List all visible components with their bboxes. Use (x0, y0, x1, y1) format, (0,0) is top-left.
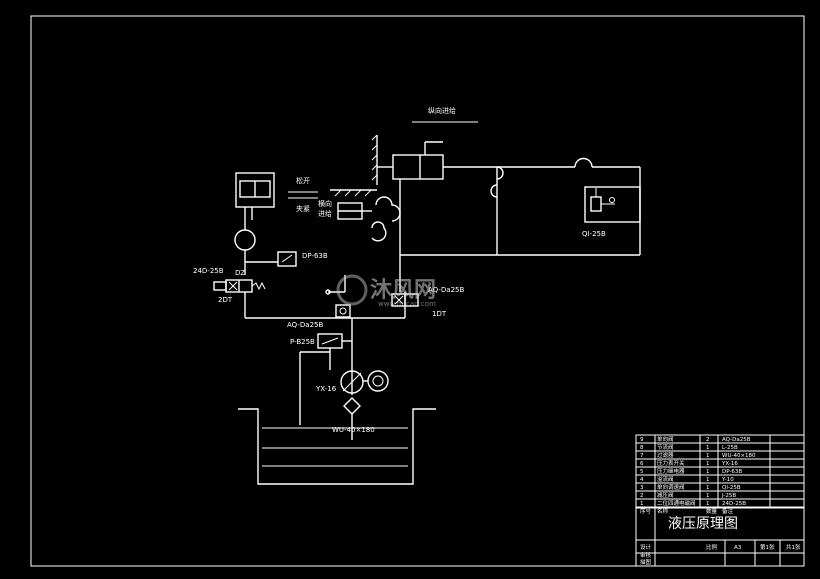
tb-cell: 1 (706, 469, 710, 475)
label-2dt: 2DT (218, 296, 233, 304)
tb-sheets: 共1张 (786, 543, 801, 551)
tb-cell: 2 (706, 437, 710, 443)
pump-line (299, 348, 331, 425)
far-right-valve (584, 186, 641, 223)
tb-header-cell: 序号 (640, 507, 652, 515)
tb-cell: 24D-25B (722, 501, 746, 507)
label-left-valve-dz: DZ (235, 269, 245, 277)
watermark-text: 沐风网 (370, 278, 436, 303)
tb-cell: 3 (640, 485, 644, 491)
tb-cell: WU-40×180 (722, 453, 756, 459)
drawing-title: 液压原理图 (668, 516, 738, 532)
tb-cell: 减压阀 (657, 491, 674, 499)
tb-cell: YX-16 (721, 461, 738, 467)
tb-cell: 4 (640, 477, 644, 483)
tb-cell: 5 (640, 469, 644, 475)
check-valve (335, 304, 351, 318)
drawing-border (30, 15, 805, 567)
right-valve (391, 293, 419, 307)
tb-sheet: 第1张 (760, 543, 775, 551)
label-filter: YX-16 (315, 385, 337, 393)
tb-cell: 2 (640, 493, 644, 499)
tb-cell: 1 (706, 501, 710, 507)
tb-design: 设计 (640, 543, 652, 551)
label-right-valve: AQ-Da25B (428, 286, 464, 294)
label-far-right-valve: QI-25B (582, 230, 606, 238)
tb-cell: 1 (706, 445, 710, 451)
motor (363, 370, 389, 392)
tb-cell: 1 (706, 453, 710, 459)
longitudinal-cylinder (377, 141, 444, 180)
tb-cell: QI-25B (722, 485, 741, 491)
pressure-valve (317, 318, 353, 395)
label-pressure-relay: DP-63B (302, 252, 328, 260)
tb-cell: DP-63B (722, 469, 742, 475)
tb-cell: Y-10 (721, 477, 734, 483)
tb-cell: 1 (706, 493, 710, 499)
tb-cell: 7 (640, 453, 644, 459)
tb-cell: 节流阀 (657, 443, 674, 451)
tank (238, 408, 436, 485)
label-pressure-valve: P-B25B (290, 338, 315, 346)
transverse-cylinder (337, 196, 401, 242)
tb-cell: 压力继电器 (657, 467, 685, 475)
label-tank: WU-40×180 (332, 426, 375, 434)
tb-scale-value: A3 (734, 545, 742, 551)
pump (340, 370, 364, 394)
wall-hatch (330, 134, 378, 197)
label-release: 松开 (296, 176, 310, 185)
label-transverse-1: 横向 (318, 199, 332, 208)
label-check-valve: AQ-Da25B (287, 321, 323, 329)
tb-cell: J-25B (721, 493, 736, 499)
label-clamp: 夹紧 (296, 204, 310, 213)
tb-cell: 8 (640, 445, 644, 451)
tb-cell: L-25B (722, 445, 738, 451)
title-block (635, 434, 805, 567)
tb-cell: 过滤器 (657, 451, 674, 459)
left-pipe (234, 207, 278, 275)
tb-cell: AQ-Da25B (722, 437, 751, 443)
tb-cell: 1 (706, 461, 710, 467)
clamp-cylinder (235, 172, 275, 220)
tb-cell: 1 (706, 477, 710, 483)
tb-cell: 1 (706, 485, 710, 491)
label-longitudinal-feed: 纵向进给 (428, 106, 456, 115)
left-directional-valve (213, 279, 266, 293)
label-transverse-2: 进给 (318, 209, 332, 218)
filter-symbol (343, 397, 361, 415)
tb-header-cell: 名称 (657, 507, 669, 515)
tb-cell: 单向阀 (657, 435, 674, 443)
tb-header-cell: 备注 (722, 507, 734, 515)
tb-scale-label: 比例 (706, 543, 718, 551)
tb-cell: 6 (640, 461, 644, 467)
tb-header-cell: 数量 (706, 507, 718, 515)
label-left-valve: 24D-25B (193, 267, 224, 275)
pressure-relay (277, 251, 297, 267)
tb-draft: 描图 (640, 558, 652, 566)
tb-cell: 压力表开关 (657, 459, 685, 467)
label-1dt: 1DT (432, 310, 447, 318)
tb-cell: 二位四通电磁阀 (657, 499, 696, 507)
pipe-network-right (399, 157, 641, 256)
title-block-header: 序号名称 数量备注 (640, 507, 734, 515)
tb-cell: 1 (640, 501, 644, 507)
tb-cell: 9 (640, 437, 644, 443)
tb-cell: 溢流阀 (657, 475, 674, 483)
watermark-logo: 沐风网 www.mfcad.com (336, 274, 436, 308)
tb-review: 审核 (640, 551, 652, 559)
watermark-url: www.mfcad.com (378, 300, 436, 308)
tb-cell: 单向调速阀 (657, 483, 685, 491)
